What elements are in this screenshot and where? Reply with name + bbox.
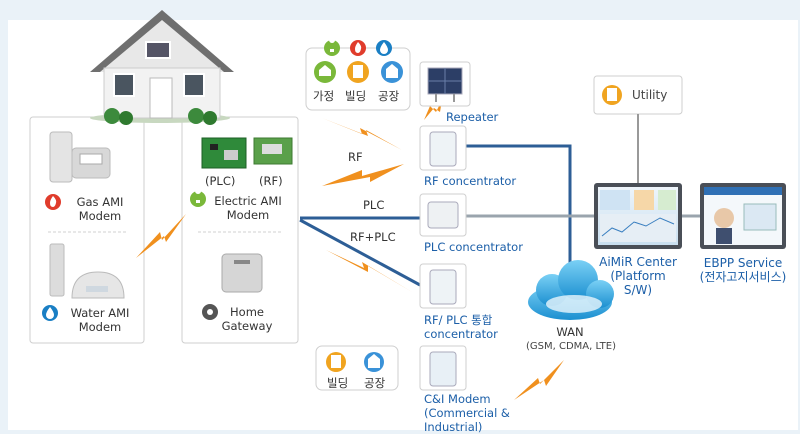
consumer-home-label: 가정 bbox=[313, 89, 335, 103]
plc-tag: (PLC) bbox=[205, 174, 236, 188]
house-illustration bbox=[90, 10, 234, 125]
rfplc-concentrator-device bbox=[419, 263, 467, 309]
consumer-building-label: 빌딩 bbox=[345, 89, 367, 103]
consumer-factory-label: 공장 bbox=[378, 89, 400, 103]
plc-concentrator-device bbox=[419, 193, 467, 237]
ebpp-monitor bbox=[700, 183, 786, 249]
rf-concentrator-device bbox=[419, 125, 467, 171]
plc-link-label: PLC bbox=[363, 198, 385, 212]
ci-building-label: 빌딩 bbox=[327, 376, 349, 390]
plc-concentrator-label: PLC concentrator bbox=[424, 240, 523, 254]
repeater-label: Repeater bbox=[446, 110, 499, 124]
rfplc-link-label: RF+PLC bbox=[350, 230, 396, 244]
rf-tag: (RF) bbox=[259, 174, 283, 188]
power-icon bbox=[190, 191, 206, 207]
consumer-icons bbox=[314, 37, 403, 83]
rf-bolts bbox=[136, 100, 564, 400]
water-meter-device bbox=[49, 243, 125, 299]
ci-factory-label: 공장 bbox=[364, 376, 386, 390]
aimir-monitor bbox=[594, 183, 682, 249]
gas-meter-device bbox=[49, 131, 111, 183]
ci-modem-label: C&I Modem(Commercial &Industrial) bbox=[424, 392, 510, 434]
electric-ami-boards bbox=[201, 137, 293, 169]
power-icon bbox=[324, 40, 340, 56]
ebpp-label: EBPP Service(전자고지서비스) bbox=[699, 256, 787, 284]
wan-cloud bbox=[528, 260, 614, 320]
home-gateway-device bbox=[221, 253, 263, 293]
rf-concentrator-label: RF concentrator bbox=[424, 174, 517, 188]
utility-label: Utility bbox=[632, 88, 668, 102]
wan-label: WAN bbox=[556, 325, 584, 339]
rf-link-label: RF bbox=[348, 150, 363, 164]
ci-modem-device bbox=[419, 345, 467, 391]
network-links bbox=[299, 144, 596, 287]
repeater-device bbox=[419, 61, 471, 107]
meter-group-box-right bbox=[181, 116, 299, 344]
wan-sub-label: (GSM, CDMA, LTE) bbox=[525, 341, 616, 352]
